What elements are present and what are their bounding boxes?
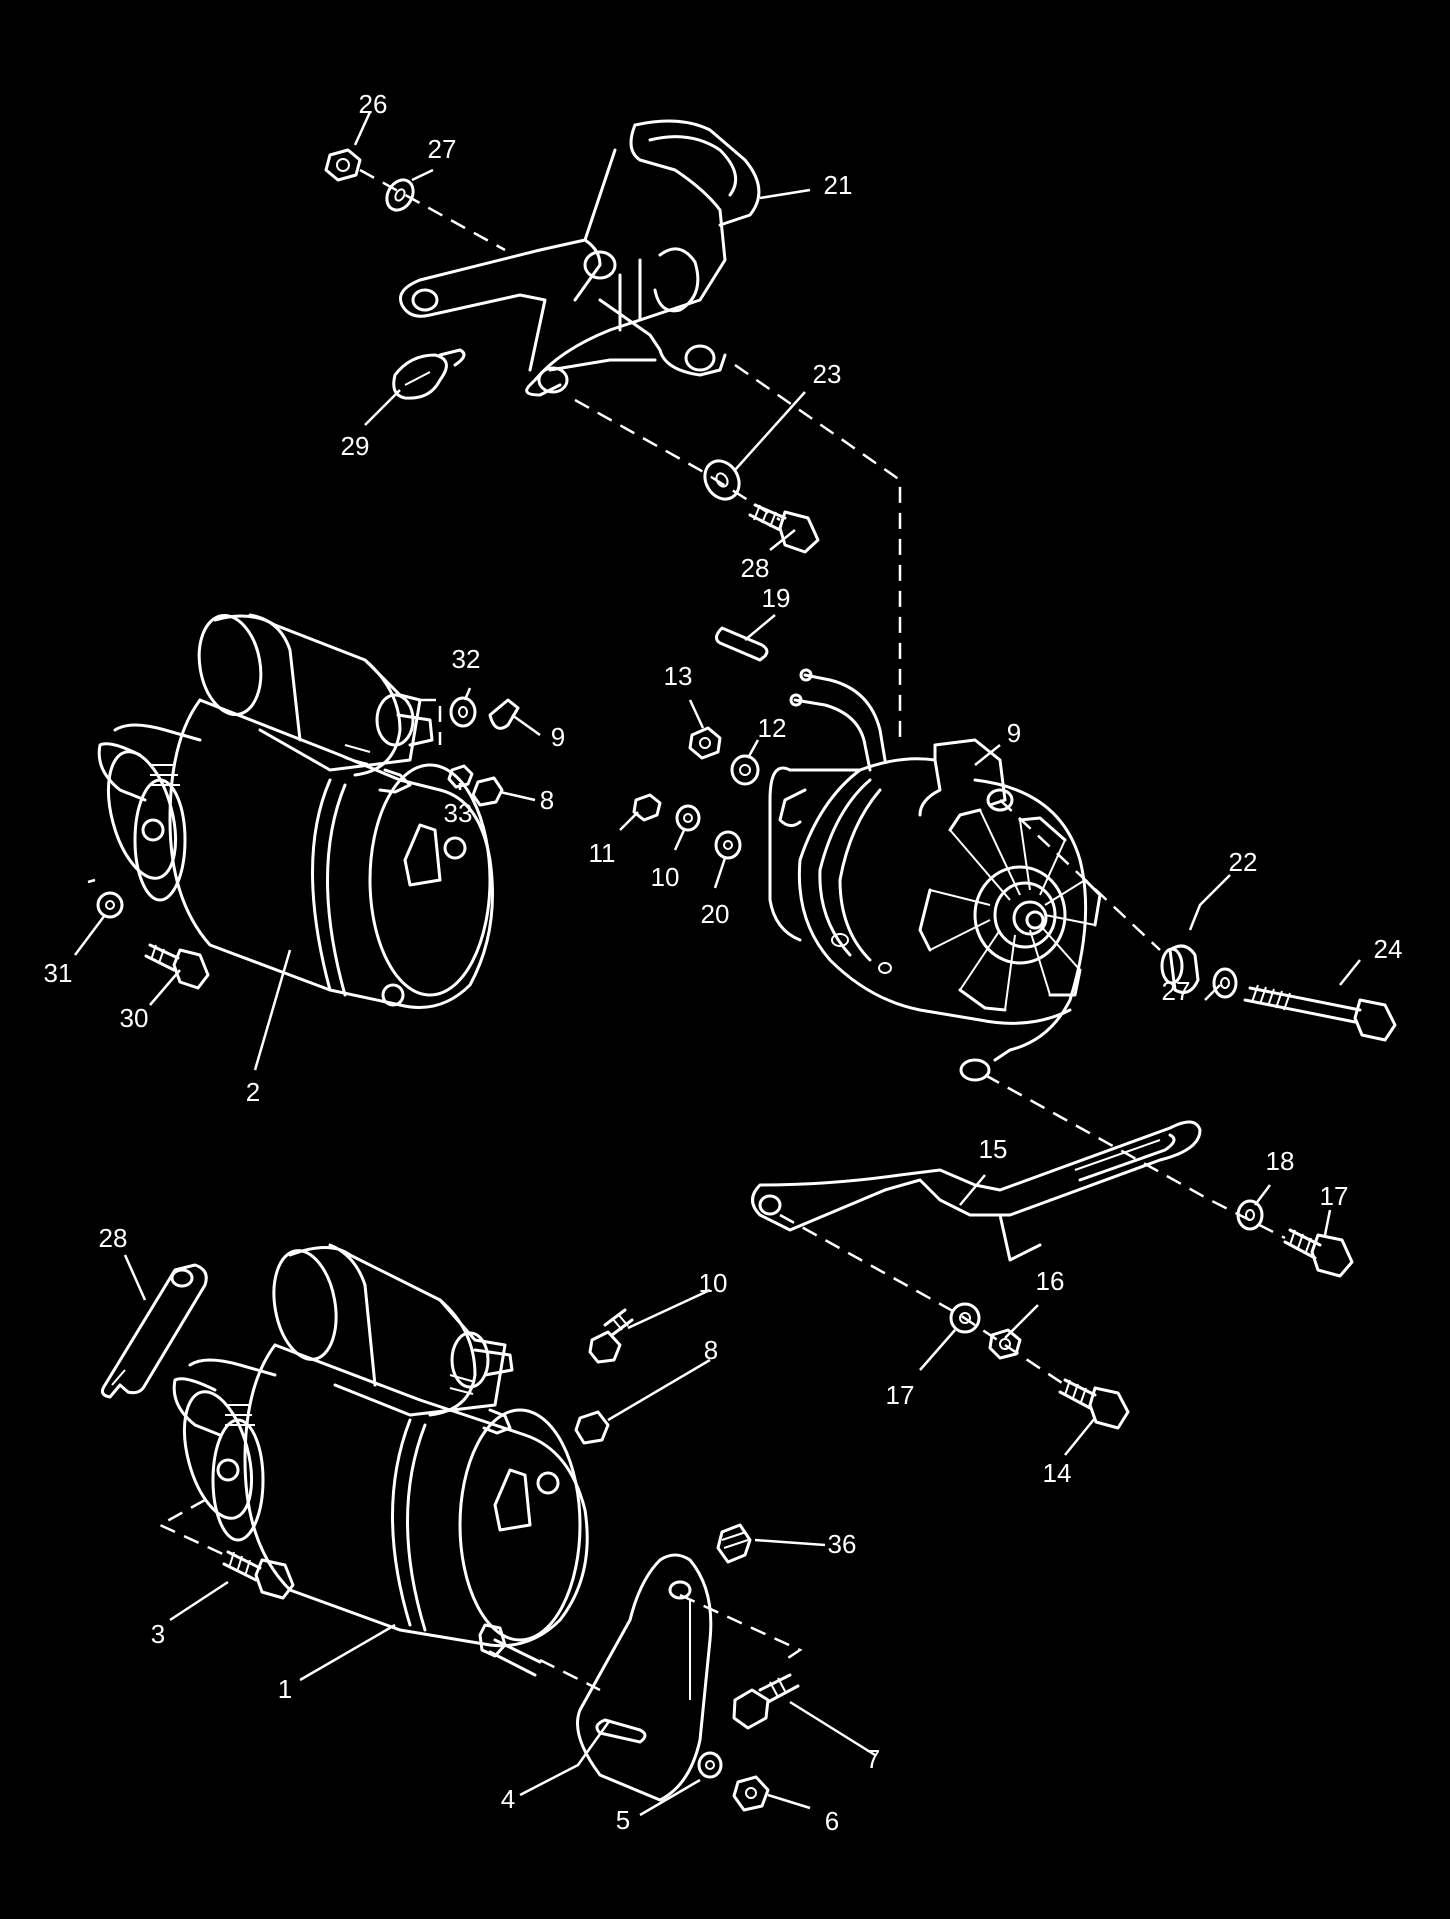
callout-17: 16 [1036, 1266, 1065, 1296]
washer-34 [449, 696, 477, 728]
callout-10: 9 [1007, 718, 1021, 748]
bolt-19 [1283, 1228, 1354, 1278]
callout-9-upper: 9 [551, 722, 565, 752]
assembly-line-29-27 [359, 168, 506, 252]
stud-36 [716, 1523, 752, 1564]
callout-2: 2 [246, 1077, 260, 1107]
leader-lines [74, 111, 1361, 1817]
callout-35: 33 [444, 798, 473, 828]
starter-motor-lower [172, 1243, 589, 1677]
callout-1: 1 [278, 1674, 292, 1704]
bolt-32 [144, 943, 210, 990]
bolt-26 [1243, 984, 1397, 1042]
assembly-line-upper-terminal [420, 698, 442, 745]
callout-25: 23 [813, 359, 842, 389]
callout-31: 29 [341, 431, 370, 461]
nut-6 [732, 1775, 770, 1812]
callout-14: 13 [664, 661, 693, 691]
assembly-line-strap-16 [779, 1213, 1066, 1387]
callout-labels: 26 27 21 29 23 28 19 32 9 33 8 13 12 11 … [44, 89, 1403, 1836]
callout-9-lower: 10 [699, 1268, 728, 1298]
nut-8-lower [574, 1410, 610, 1445]
callout-32: 30 [120, 1003, 149, 1033]
callout-34: 32 [452, 644, 481, 674]
assembly-line-upper-mount [87, 878, 96, 884]
callout-11: 10 [651, 862, 680, 892]
bolt-28 [748, 503, 820, 554]
callout-15: 15 [979, 1134, 1008, 1164]
callout-33: 31 [44, 958, 73, 988]
callout-7: 7 [866, 1744, 880, 1774]
callout-23: 21 [824, 170, 853, 200]
callout-4: 4 [501, 1784, 515, 1814]
callout-26: 24 [1374, 934, 1403, 964]
bolt-16 [1058, 1378, 1130, 1430]
terminal-9-upper [488, 698, 520, 730]
nut-17 [988, 1328, 1022, 1360]
assembly-line-stud-36 [539, 1658, 601, 1692]
callout-5: 5 [616, 1805, 630, 1835]
adjustment-strap [751, 1120, 1202, 1262]
callout-28: 28 [741, 553, 770, 583]
callout-13: 12 [758, 713, 787, 743]
assembly-line-bracket-7 [679, 1593, 803, 1662]
callout-22: 20 [701, 899, 730, 929]
bolt-7 [732, 1673, 800, 1730]
callout-27-top: 27 [428, 134, 457, 164]
callout-24: 22 [1229, 847, 1258, 877]
callout-16: 14 [1043, 1458, 1072, 1488]
alternator-mounting-bracket [399, 119, 761, 397]
assembly-line-alternator-26 [999, 799, 1161, 951]
callout-29: 26 [359, 89, 388, 119]
callout-21: 19 [762, 583, 791, 613]
callout-30: 28 [99, 1223, 128, 1253]
bolt-3 [222, 1550, 295, 1600]
spacer-24 [1160, 944, 1200, 994]
callout-36: 36 [828, 1529, 857, 1559]
rear-support-bracket [576, 1553, 713, 1802]
callout-6: 6 [825, 1806, 839, 1836]
washer-18 [949, 1302, 981, 1334]
callout-8-lower: 8 [704, 1335, 718, 1365]
washer-11 [675, 804, 701, 832]
nut-12 [632, 793, 662, 822]
callout-19: 17 [1320, 1181, 1349, 1211]
assembly-line-bracket-28 [574, 398, 781, 522]
bolt-9-lower [588, 1308, 634, 1364]
washer-22 [714, 830, 742, 860]
washer-27-right [1212, 967, 1238, 999]
callout-12: 11 [589, 838, 616, 868]
assembly-line-strap-19 [984, 1073, 1286, 1240]
washer-27-top [385, 178, 415, 212]
washer-13 [730, 754, 760, 786]
shim-30 [100, 1263, 208, 1399]
callout-18: 17 [886, 1380, 915, 1410]
washer-5 [697, 1751, 723, 1779]
callout-20: 18 [1266, 1146, 1295, 1176]
nut-35 [447, 764, 474, 789]
pin-21 [715, 626, 769, 662]
callout-27-right: 27 [1162, 976, 1191, 1006]
nut-29 [324, 148, 362, 182]
callout-3: 3 [151, 1619, 165, 1649]
spacer-25 [703, 459, 741, 501]
callout-8-upper: 8 [540, 785, 554, 815]
assembly-line-bracket-alternator [734, 363, 902, 740]
nut-14 [688, 726, 722, 760]
starter-motor-upper [97, 613, 494, 1009]
nut-8-upper [471, 776, 504, 807]
alternator [768, 668, 1102, 1082]
cable-clip-31 [392, 348, 466, 400]
washer-33 [96, 891, 124, 919]
